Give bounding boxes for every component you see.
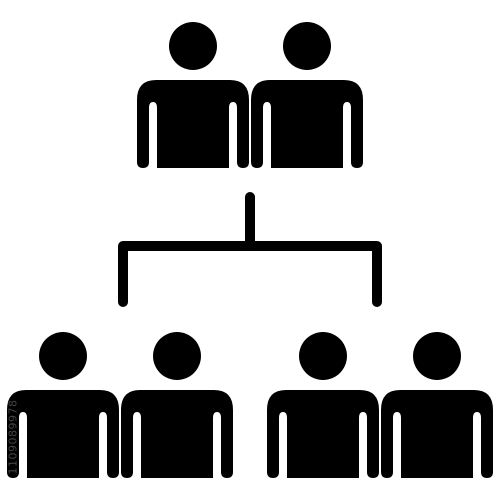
person-icon [251, 22, 363, 168]
bottom-right-group [267, 332, 493, 478]
top-group [137, 22, 363, 168]
person-icon [381, 332, 493, 478]
person-icon [267, 332, 379, 478]
bottom-left-group [7, 332, 233, 478]
connector-branch [118, 241, 382, 307]
person-icon [137, 22, 249, 168]
hierarchy-connector [118, 192, 382, 307]
stock-id-label: 1109089978 [6, 399, 20, 475]
person-icon [7, 332, 119, 478]
person-icon [121, 332, 233, 478]
